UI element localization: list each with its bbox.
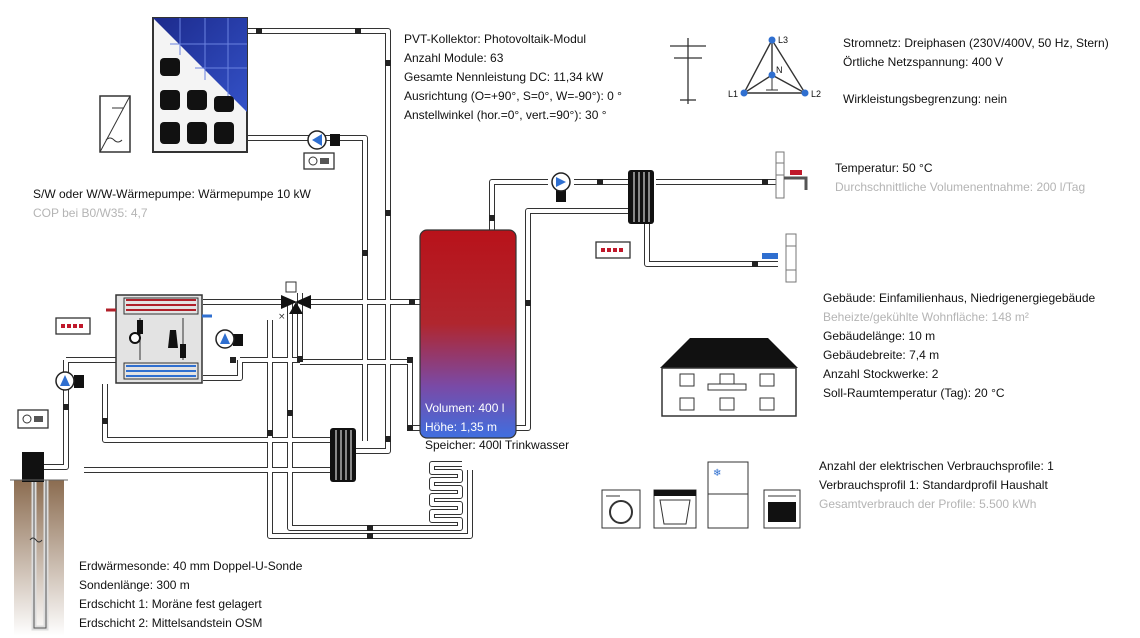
dhw-controller-icon <box>595 241 631 259</box>
source-pump-icon <box>55 371 84 391</box>
hotwater-info: Temperatur: 50 °C Durchschnittliche Volu… <box>835 159 1085 197</box>
collector-controller-icon <box>303 152 335 170</box>
ground-line: Erdschicht 2: Mittelsandstein OSM <box>79 616 263 630</box>
heatpump-title: S/W oder W/W-Wärmepumpe: Wärmepumpe 10 k… <box>33 187 311 201</box>
power-pylon-icon <box>670 38 706 104</box>
building-area: Beheizte/gekühlte Wohnfläche: 148 m² <box>823 310 1029 324</box>
tank-caption: Speicher: 400l Trinkwasser <box>425 438 570 452</box>
ground-controller-icon <box>17 409 49 429</box>
dhw-pump-icon <box>551 172 571 202</box>
hotwater-temp: Temperatur: 50 °C <box>835 161 933 175</box>
building-title: Gebäude: Einfamilienhaus, Niedrigenergie… <box>823 291 1096 305</box>
phase-label-l1: L1 <box>728 89 738 99</box>
phase-label-l3: L3 <box>778 35 788 45</box>
pvt-line: Anstellwinkel (hor.=0°, vert.=90°): 30 ° <box>404 108 607 122</box>
ground-probe <box>10 452 68 636</box>
tank-height: Höhe: 1,35 m <box>425 420 498 434</box>
heat-pump-unit <box>106 294 212 384</box>
pvt-line: Gesamte Nennleistung DC: 11,34 kW <box>404 70 604 84</box>
heatpump-info: S/W oder W/W-Wärmepumpe: Wärmepumpe 10 k… <box>33 185 311 223</box>
hotwater-draw: Durchschnittliche Volumenentnahme: 200 l… <box>835 180 1086 194</box>
three-way-valve-icon: × <box>278 281 311 322</box>
fridge-icon: ❄ <box>707 461 749 529</box>
pvt-line: Ausrichtung (O=+90°, S=0°, W=-90°): 0 ° <box>404 89 622 103</box>
three-phase-star-icon: L3 N L1 L2 <box>728 35 821 99</box>
ground-line: Erdwärmesonde: 40 mm Doppel-U-Sonde <box>79 559 303 573</box>
grid-limit: Wirkleistungsbegrenzung: nein <box>843 92 1008 106</box>
building-info: Gebäude: Einfamilienhaus, Niedrigenergie… <box>823 289 1095 403</box>
dhw-heat-exchanger-icon <box>628 170 654 224</box>
house-icon <box>660 338 798 417</box>
phase-label-n: N <box>776 65 783 75</box>
dishwasher-icon <box>653 489 697 529</box>
pipe-network <box>40 28 778 539</box>
inverter-icon <box>99 95 131 153</box>
grid-line: Stromnetz: Dreiphasen (230V/400V, 50 Hz,… <box>843 36 1109 50</box>
heat-pump-controller-icon <box>55 317 91 335</box>
grid-info: Stromnetz: Dreiphasen (230V/400V, 50 Hz,… <box>843 34 1109 72</box>
pvt-collector <box>152 17 248 153</box>
building-line: Anzahl Stockwerke: 2 <box>823 367 939 381</box>
hot-water-tap-icon <box>775 151 808 199</box>
consumption-line: Verbrauchsprofil 1: Standardprofil Haush… <box>819 478 1048 492</box>
svg-text:×: × <box>278 312 286 322</box>
consumption-line: Anzahl der elektrischen Verbrauchsprofil… <box>819 459 1054 473</box>
ground-line: Sondenlänge: 300 m <box>79 578 190 592</box>
consumption-info: Anzahl der elektrischen Verbrauchsprofil… <box>819 457 1054 514</box>
washing-machine-icon <box>601 489 641 529</box>
pvt-line: PVT-Kollektor: Photovoltaik-Modul <box>404 32 587 46</box>
heating-pump-icon <box>215 329 243 349</box>
phase-label-l2: L2 <box>811 89 821 99</box>
svg-text:❄: ❄ <box>713 468 721 479</box>
building-line: Gebäudelänge: 10 m <box>823 329 936 343</box>
storage-tank <box>419 229 517 439</box>
ground-line: Erdschicht 1: Moräne fest gelagert <box>79 597 262 611</box>
grid-line: Örtliche Netzspannung: 400 V <box>843 55 1004 69</box>
oven-icon <box>763 489 801 529</box>
consumption-total: Gesamtverbrauch der Profile: 5.500 kWh <box>819 497 1037 511</box>
building-line: Gebäudebreite: 7,4 m <box>823 348 940 362</box>
collector-pump-icon <box>307 130 340 150</box>
tank-volume: Volumen: 400 l <box>425 401 505 415</box>
pvt-info: PVT-Kollektor: Photovoltaik-Modul Anzahl… <box>404 30 622 125</box>
ground-info: Erdwärmesonde: 40 mm Doppel-U-Sonde Sond… <box>79 557 302 633</box>
cold-water-tap-icon <box>762 233 797 283</box>
ground-heat-exchanger-icon <box>330 428 356 482</box>
pvt-line: Anzahl Module: 63 <box>404 51 504 65</box>
building-line: Soll-Raumtemperatur (Tag): 20 °C <box>823 386 1005 400</box>
heatpump-cop: COP bei B0/W35: 4,7 <box>33 206 148 220</box>
